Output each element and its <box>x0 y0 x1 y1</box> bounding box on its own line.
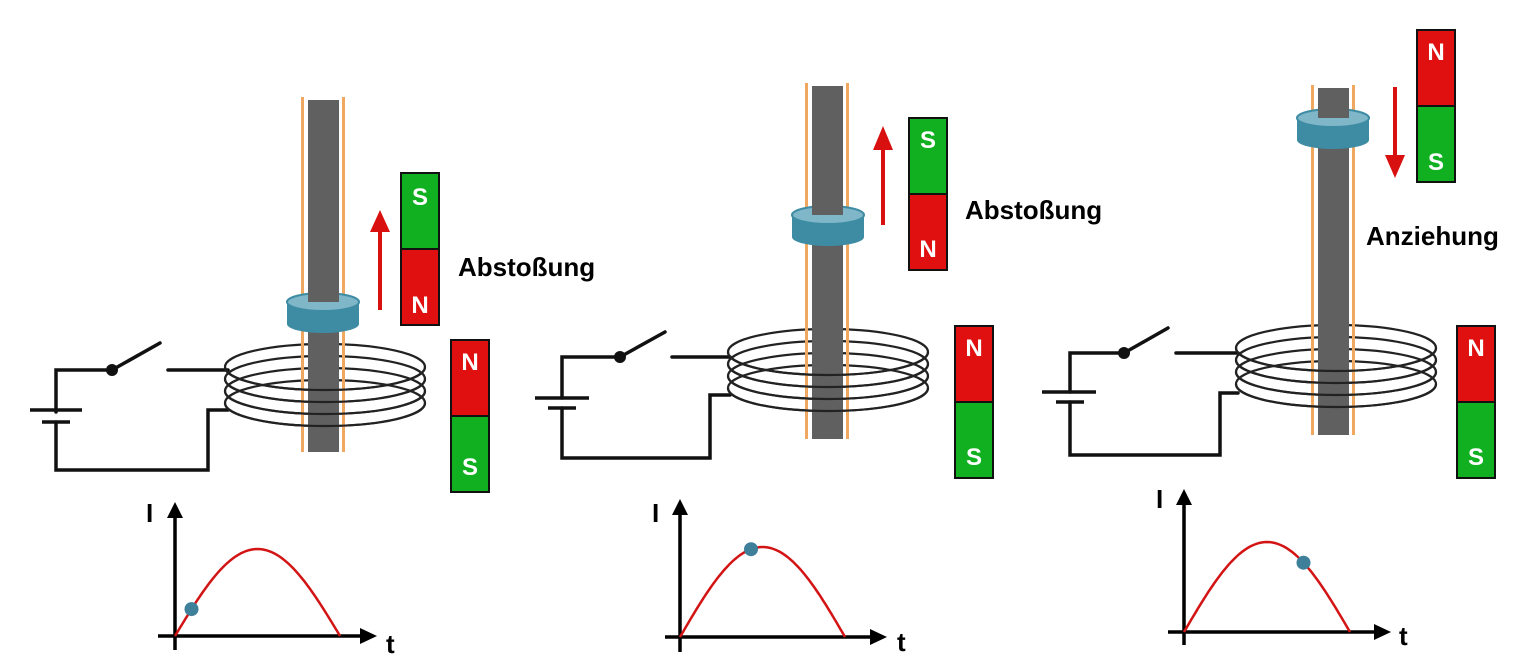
switch-icon[interactable] <box>1118 326 1170 359</box>
magnet-pole-top: S <box>920 127 936 154</box>
current-curve <box>678 545 847 638</box>
switch-icon[interactable] <box>614 330 667 363</box>
panel-3: N S Anziehung N S I t <box>1042 29 1499 651</box>
guide-rail <box>846 83 849 439</box>
coil-front <box>223 366 427 428</box>
time-marker <box>1296 555 1311 570</box>
iron-core <box>812 86 843 439</box>
y-axis-label: I <box>146 498 153 528</box>
magnet-pole-bottom: S <box>1468 444 1484 471</box>
magnet-pole-top: N <box>1467 335 1484 362</box>
moving-magnet[interactable]: S N <box>908 117 948 271</box>
current-curve <box>1182 540 1352 633</box>
time-marker <box>184 602 199 617</box>
guide-rail <box>805 83 808 439</box>
moving-magnet[interactable]: N S <box>1416 29 1456 183</box>
switch-icon[interactable] <box>106 341 162 376</box>
guide-rail <box>342 97 345 452</box>
fixed-magnet: N S <box>1456 325 1496 479</box>
magnet-pole-bottom: S <box>462 454 478 481</box>
effect-label: Abstoßung <box>458 252 595 282</box>
circuit-3 <box>1042 326 1240 457</box>
current-graph-1: I t <box>146 498 395 659</box>
aluminium-ring[interactable] <box>1296 106 1370 149</box>
iron-core <box>308 100 339 452</box>
magnet-pole-top: N <box>1427 39 1444 66</box>
fixed-magnet: N S <box>954 325 994 479</box>
circuit-2 <box>535 330 732 460</box>
magnet-pole-top: N <box>461 349 478 376</box>
coil-front <box>1234 347 1438 409</box>
magnet-pole-top: S <box>412 184 428 211</box>
arrow-up-icon <box>370 210 390 310</box>
panel-1: S N Abstoßung N S I t <box>30 97 595 659</box>
magnet-pole-bottom: N <box>411 292 428 319</box>
circuit-wire <box>54 368 230 472</box>
y-axis-label: I <box>652 498 659 528</box>
coil-front <box>726 351 930 413</box>
x-axis-label: t <box>386 629 395 659</box>
current-graph-3: I t <box>1156 484 1408 651</box>
magnet-pole-bottom: N <box>919 236 936 263</box>
circuit-wire <box>560 355 732 460</box>
circuit-wire <box>1068 351 1240 457</box>
aluminium-ring[interactable] <box>286 290 360 333</box>
fixed-magnet: N S <box>450 339 490 493</box>
battery-icon <box>30 408 82 424</box>
circuit-1 <box>30 341 230 472</box>
guide-rail <box>301 97 304 452</box>
x-axis-label: t <box>1399 621 1408 651</box>
arrow-up-icon <box>873 126 893 225</box>
magnet-pole-bottom: S <box>966 444 982 471</box>
y-axis-label: I <box>1156 484 1163 514</box>
aluminium-ring[interactable] <box>791 203 865 246</box>
current-curve <box>173 547 342 637</box>
moving-magnet[interactable]: S N <box>400 172 440 326</box>
x-axis-label: t <box>897 627 906 657</box>
magnet-pole-top: N <box>965 335 982 362</box>
time-marker <box>744 542 758 557</box>
effect-label: Anziehung <box>1366 221 1499 251</box>
current-graph-2: I t <box>652 498 906 657</box>
battery-icon <box>535 396 589 410</box>
guide-rail <box>1311 85 1314 435</box>
magnet-pole-bottom: S <box>1428 149 1444 176</box>
guide-rail <box>1352 85 1355 435</box>
battery-icon <box>1042 390 1096 404</box>
effect-label: Abstoßung <box>965 195 1102 225</box>
arrow-down-icon <box>1385 87 1405 178</box>
panel-2: S N Abstoßung N S I t <box>535 83 1102 657</box>
